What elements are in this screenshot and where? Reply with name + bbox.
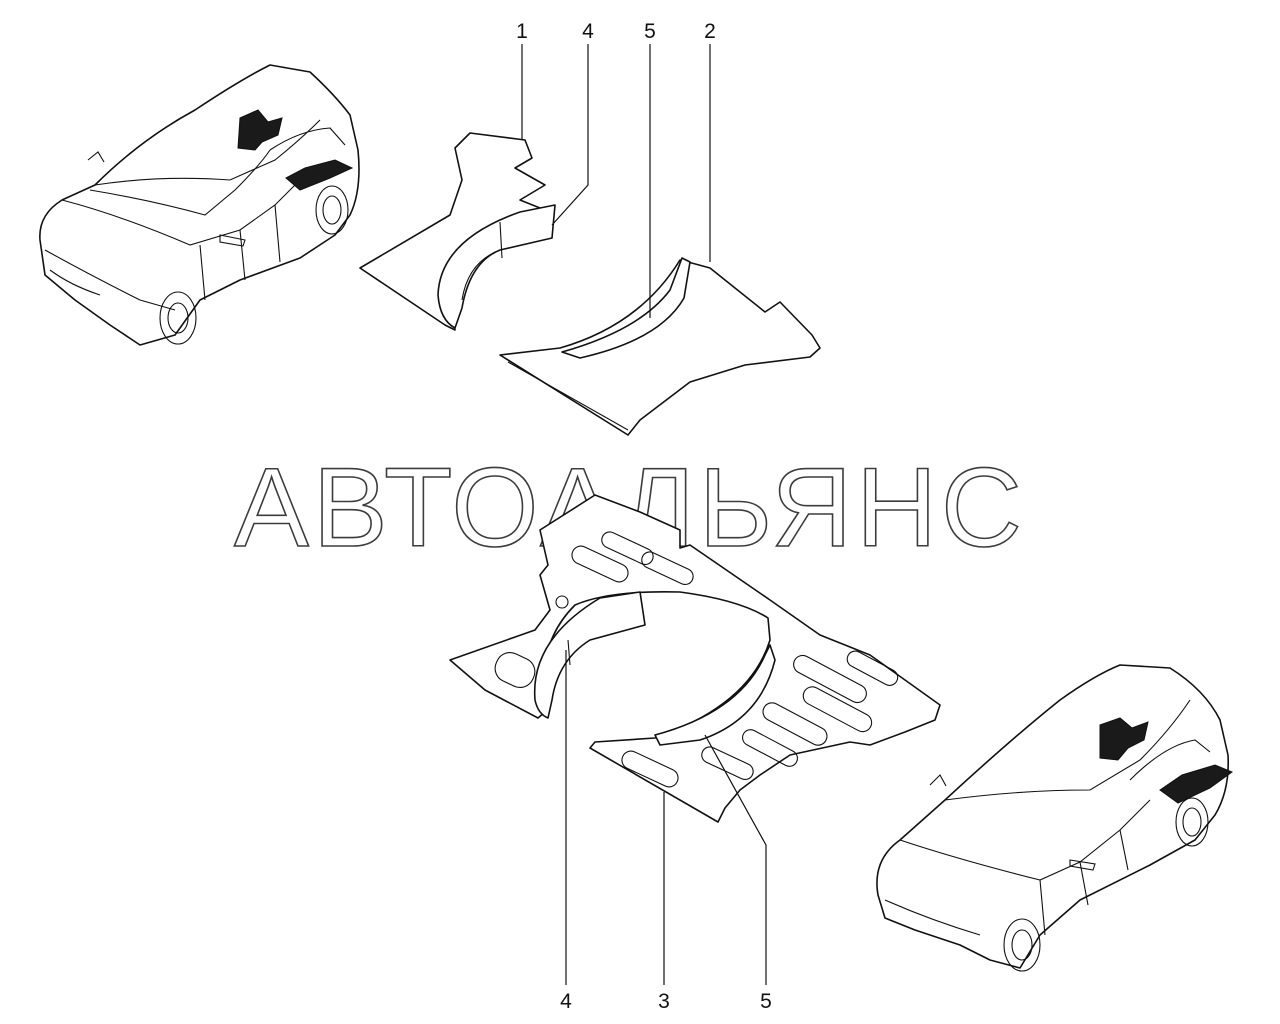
leader-5-bottom bbox=[704, 734, 767, 985]
callout-3: 3 bbox=[658, 990, 670, 1013]
car-location-view-right bbox=[876, 664, 1234, 972]
callout-5-bottom: 5 bbox=[760, 990, 772, 1013]
callout-labels: 1 4 5 2 4 3 5 bbox=[516, 20, 772, 1013]
part-1-floor-insulation bbox=[359, 132, 556, 331]
callout-4-bottom: 4 bbox=[560, 990, 572, 1013]
part-3-floor-insulation bbox=[449, 494, 941, 823]
leader-lines bbox=[521, 44, 767, 985]
callout-1: 1 bbox=[516, 20, 528, 43]
callout-2: 2 bbox=[704, 20, 716, 43]
callout-4-top: 4 bbox=[582, 20, 594, 43]
part-2-floor-insulation bbox=[499, 257, 821, 436]
callout-5-top: 5 bbox=[644, 20, 656, 43]
car-location-view-left bbox=[39, 64, 360, 346]
leader-4-top bbox=[551, 44, 589, 226]
